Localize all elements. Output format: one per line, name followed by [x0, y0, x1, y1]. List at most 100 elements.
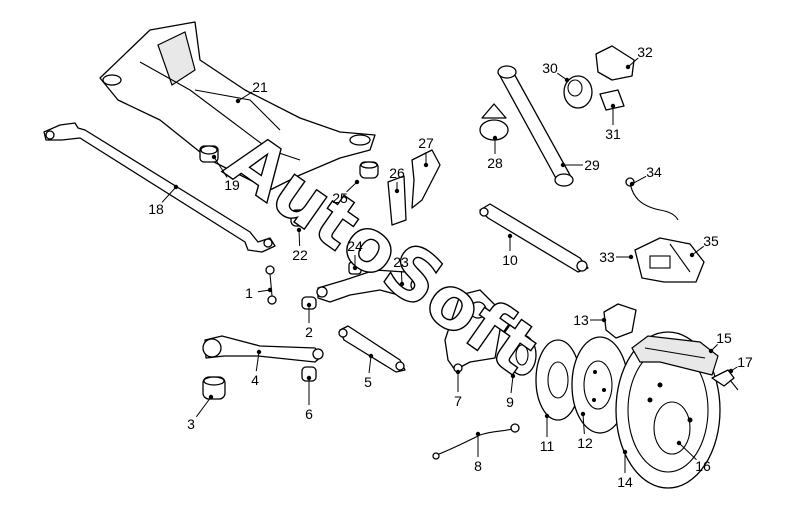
callout-dot-9: [510, 373, 516, 379]
callout-number-35: 35: [703, 233, 719, 249]
callout-dot-29: [560, 162, 566, 168]
callout-dot-32: [625, 64, 631, 70]
arm-4-part: [202, 335, 324, 363]
callout-number-23: 23: [393, 254, 409, 270]
callout-dot-30: [564, 77, 570, 83]
callout-21: 21: [235, 79, 268, 104]
callout-leader-3: [195, 396, 212, 418]
link-1-part: [265, 265, 277, 305]
callout-dot-26: [394, 188, 400, 194]
callout-28: 28: [487, 135, 503, 171]
callout-33: 33: [599, 249, 634, 265]
sensor-cable-8-part: [432, 423, 520, 460]
callout-leader-5: [368, 355, 372, 374]
callout-dot-12: [580, 411, 586, 417]
callout-leader-18: [161, 186, 177, 203]
callout-leader-9: [510, 375, 514, 394]
callout-dot-22: [296, 227, 302, 233]
callout-35: 35: [689, 233, 719, 258]
callout-25: 25: [332, 179, 360, 206]
callout-13: 13: [573, 312, 607, 328]
callout-30: 30: [542, 60, 570, 83]
callout-number-18: 18: [148, 201, 164, 217]
callout-number-15: 15: [716, 330, 732, 346]
callout-number-21: 21: [252, 79, 268, 95]
callout-number-8: 8: [474, 458, 482, 474]
callout-number-4: 4: [251, 372, 259, 388]
callout-number-32: 32: [637, 44, 653, 60]
callout-number-7: 7: [454, 393, 462, 409]
callout-dot-35: [689, 252, 695, 258]
callout-number-33: 33: [599, 249, 615, 265]
callout-dot-10: [507, 233, 513, 239]
callout-dot-3: [208, 394, 214, 400]
callout-number-6: 6: [305, 406, 313, 422]
callout-number-2: 2: [305, 324, 313, 340]
callout-number-5: 5: [364, 374, 372, 390]
bushing-3-part: [202, 376, 226, 400]
callout-6: 6: [305, 375, 313, 422]
callout-dot-2: [306, 302, 312, 308]
callout-19: 19: [211, 154, 240, 193]
callout-number-25: 25: [332, 190, 348, 206]
callout-32: 32: [625, 44, 653, 70]
callout-22: 22: [292, 227, 308, 263]
callout-number-10: 10: [502, 252, 518, 268]
callout-15: 15: [708, 330, 732, 354]
callout-29: 29: [560, 157, 600, 173]
bump-stop-28-part: [479, 103, 509, 141]
bracket-32-part: [595, 45, 635, 81]
bushing-22-part: [290, 209, 310, 227]
callout-number-24: 24: [347, 238, 363, 254]
callout-4: 4: [251, 349, 262, 388]
stabilizer-bar-part: [43, 122, 276, 253]
callout-leader-4: [255, 351, 260, 372]
caliper-35-part: [634, 237, 705, 283]
sensor-17-part: [711, 369, 739, 391]
callout-leader-21: [237, 91, 253, 102]
subframe-part: [99, 21, 376, 191]
link-5-part: [338, 325, 406, 373]
callout-dot-7: [455, 369, 461, 375]
callout-34: 34: [629, 164, 662, 187]
callout-dot-5: [368, 353, 374, 359]
callout-3: 3: [187, 394, 214, 432]
callout-leader-32: [627, 57, 639, 68]
callout-leader-25: [346, 181, 358, 193]
callout-1: 1: [245, 285, 273, 301]
callout-number-29: 29: [584, 157, 600, 173]
bushing-25-part: [359, 161, 379, 179]
callout-31: 31: [605, 103, 621, 142]
callout-dot-18: [173, 184, 179, 190]
callout-number-27: 27: [418, 135, 434, 151]
callout-dot-25: [354, 179, 360, 185]
callout-dot-24: [352, 265, 358, 271]
callout-leader-34: [631, 175, 647, 185]
callout-number-22: 22: [292, 247, 308, 263]
callout-23: 23: [393, 254, 409, 287]
callout-leader-22: [298, 229, 301, 247]
callout-dot-21: [235, 98, 241, 104]
callout-5: 5: [364, 353, 374, 390]
link-10-part: [479, 203, 589, 273]
callout-dot-14: [622, 449, 628, 455]
callout-11: 11: [540, 413, 554, 454]
control-arm-23-part: [316, 269, 426, 303]
callout-17: 17: [728, 354, 753, 374]
callout-number-26: 26: [389, 165, 405, 181]
callout-dot-6: [306, 375, 312, 381]
bracket-27-part: [411, 149, 441, 209]
callout-dot-16: [676, 440, 682, 446]
callout-dot-17: [728, 368, 734, 374]
callout-dot-13: [601, 317, 607, 323]
callout-dot-1: [267, 287, 273, 293]
callout-number-16: 16: [695, 458, 711, 474]
callout-number-17: 17: [737, 354, 753, 370]
callout-number-28: 28: [487, 155, 503, 171]
callout-dot-11: [544, 413, 550, 419]
callout-leader-16: [678, 442, 697, 461]
callout-number-14: 14: [617, 474, 633, 490]
callout-leader-35: [691, 245, 705, 256]
callout-dot-33: [628, 254, 634, 260]
